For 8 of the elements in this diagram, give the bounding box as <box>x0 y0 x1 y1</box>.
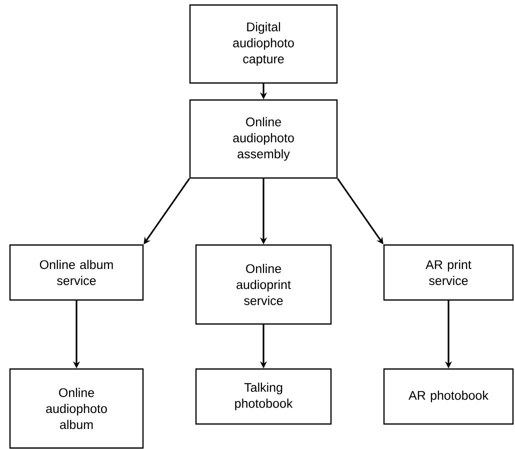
process-box: Online album service <box>9 244 144 301</box>
process-box: AR photobook <box>383 368 514 425</box>
process-box: Online audiophoto album <box>9 368 144 449</box>
process-box: AR print service <box>383 244 514 301</box>
process-box: Talking photobook <box>195 368 332 425</box>
process-box: Digital audiophoto capture <box>189 4 338 84</box>
process-box: Online audiophoto assembly <box>189 99 338 179</box>
process-box: Online audioprint service <box>195 244 332 325</box>
